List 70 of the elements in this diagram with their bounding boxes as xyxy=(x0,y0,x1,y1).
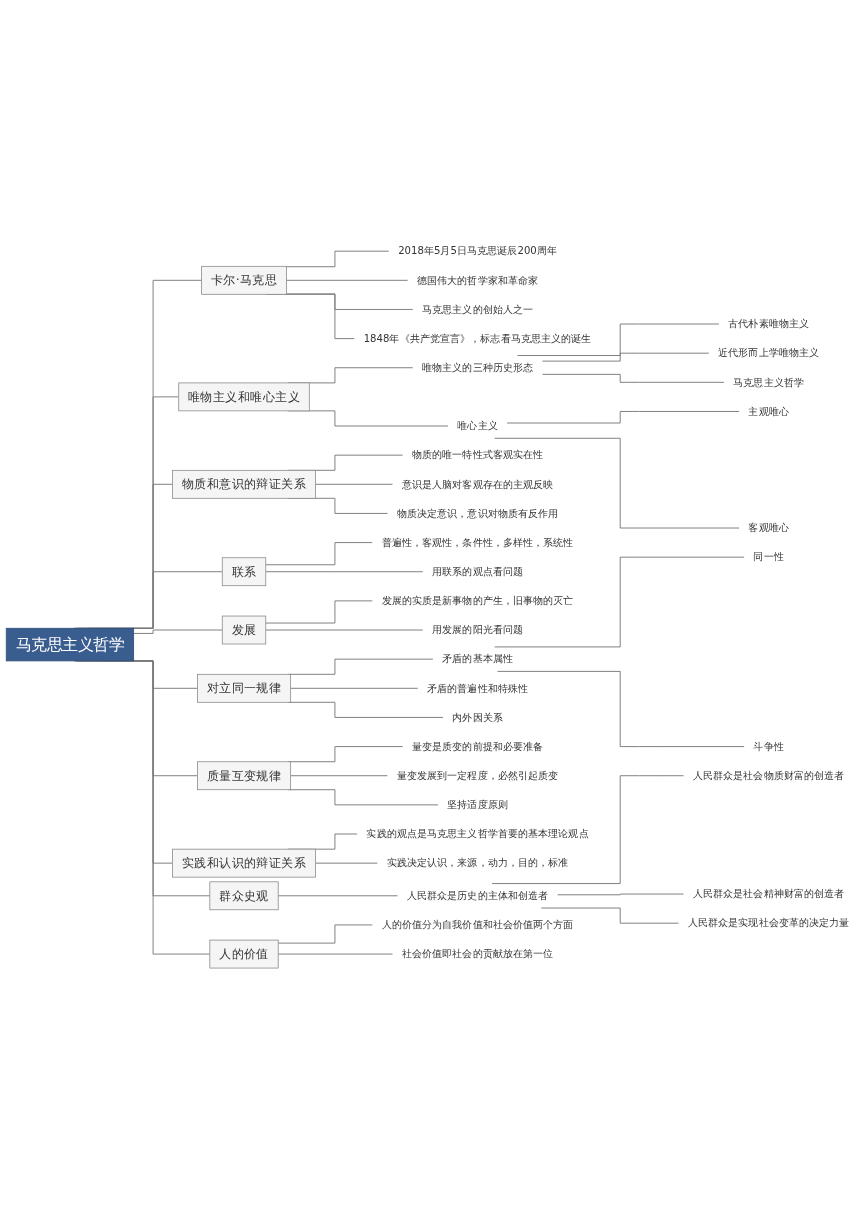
connector xyxy=(542,352,710,362)
connector xyxy=(497,670,745,748)
node-text: 2018年5月5日马克思诞辰200周年 xyxy=(398,245,558,257)
node-text: 马克思主义哲学 xyxy=(733,376,804,388)
node-text: 唯物主义的三种历史形态 xyxy=(422,361,534,374)
node-text: 人民群众是社会精神财富的创造者 xyxy=(692,888,845,900)
node-text: 唯心主义 xyxy=(457,420,498,432)
connector xyxy=(290,687,419,689)
node-text: 矛盾的基本属性 xyxy=(442,653,513,665)
node-text: 1848年《共产党宣言》，标志看马克思主义的诞生 xyxy=(363,332,592,345)
node-text: 马克思主义的创始人之一 xyxy=(422,303,534,316)
node-box: 人的价值 xyxy=(209,939,279,969)
node-text: 人民群众是社会物质财富的创造者 xyxy=(692,769,845,782)
node-text: 实践决定认识，来源，动力，目的，标准 xyxy=(386,857,569,869)
node-text: 人民群众是历史的主体和创造者 xyxy=(406,889,549,902)
node-box: 马克思主义哲学 xyxy=(5,627,135,662)
node-text: 内外因关系 xyxy=(452,711,503,724)
node-text: 物质的唯一特性式客观实在性 xyxy=(411,449,544,461)
node-text: 人民群众是实现社会变革的决定力量 xyxy=(687,917,850,929)
connector xyxy=(494,437,740,529)
node-text: 古代朴素唯物主义 xyxy=(728,318,810,330)
node-text: 斗争性 xyxy=(753,740,784,753)
connector xyxy=(315,862,378,864)
node-text: 量变发展到一定程度，必然引起质变 xyxy=(396,769,559,782)
node-text: 主观唯心 xyxy=(748,405,789,418)
connector xyxy=(285,293,414,310)
node-text: 实践的观点是马克思主义哲学首要的基本理论观点 xyxy=(366,827,589,840)
connector xyxy=(265,629,424,631)
connector xyxy=(133,629,223,634)
connector xyxy=(494,556,745,648)
node-box: 物质和意识的辩证关系 xyxy=(172,469,316,499)
node-text: 近代形而上学唯物主义 xyxy=(718,347,820,359)
node-text: 同一性 xyxy=(753,551,784,563)
connector xyxy=(491,775,684,884)
node-box: 实践和认识的辩证关系 xyxy=(172,848,316,878)
connector xyxy=(277,895,398,897)
node-text: 坚持适度原则 xyxy=(447,798,508,811)
node-text: 物质决定意识，意识对物质有反作用 xyxy=(396,507,559,520)
connector xyxy=(315,483,393,485)
node-text: 矛盾的普遍性和特殊性 xyxy=(427,682,529,694)
connector xyxy=(265,542,373,566)
node-text: 发展的实质是新事物的产生，旧事物的灭亡 xyxy=(381,594,574,607)
connector xyxy=(277,953,393,955)
node-text: 客观唯心 xyxy=(748,522,789,534)
connector xyxy=(285,250,390,268)
node-text: 德国伟大的哲学家和革命家 xyxy=(416,274,539,286)
connector xyxy=(277,924,373,944)
node-box: 卡尔·马克思 xyxy=(201,265,287,295)
node-box: 联系 xyxy=(221,557,267,587)
connector xyxy=(285,279,409,281)
connector xyxy=(265,571,424,573)
connector xyxy=(557,893,684,896)
connector xyxy=(265,600,373,624)
node-box: 对立同一规律 xyxy=(197,673,292,703)
node-text: 人的价值分为自我价值和社会价值两个方面 xyxy=(381,918,574,931)
node-text: 量变是质变的前提和必要准备 xyxy=(411,740,544,753)
node-box: 群众史观 xyxy=(209,881,279,911)
node-box: 发展 xyxy=(221,615,267,645)
connector xyxy=(290,775,388,777)
node-text: 用联系的观点看问题 xyxy=(432,565,524,578)
connector xyxy=(542,373,725,383)
node-box: 质量互变规律 xyxy=(197,761,292,791)
connector xyxy=(506,411,740,424)
node-box: 唯物主义和唯心主义 xyxy=(178,382,310,412)
node-text: 普遍性，客观性，条件性，多样性，系统性 xyxy=(381,536,574,549)
node-text: 社会价值即社会的贡献放在第一位 xyxy=(401,948,554,960)
node-text: 用发展的阳光看问题 xyxy=(432,624,524,636)
connector xyxy=(517,323,720,356)
connector xyxy=(540,907,679,924)
node-text: 意识是人脑对客观存在的主观反映 xyxy=(401,478,554,490)
